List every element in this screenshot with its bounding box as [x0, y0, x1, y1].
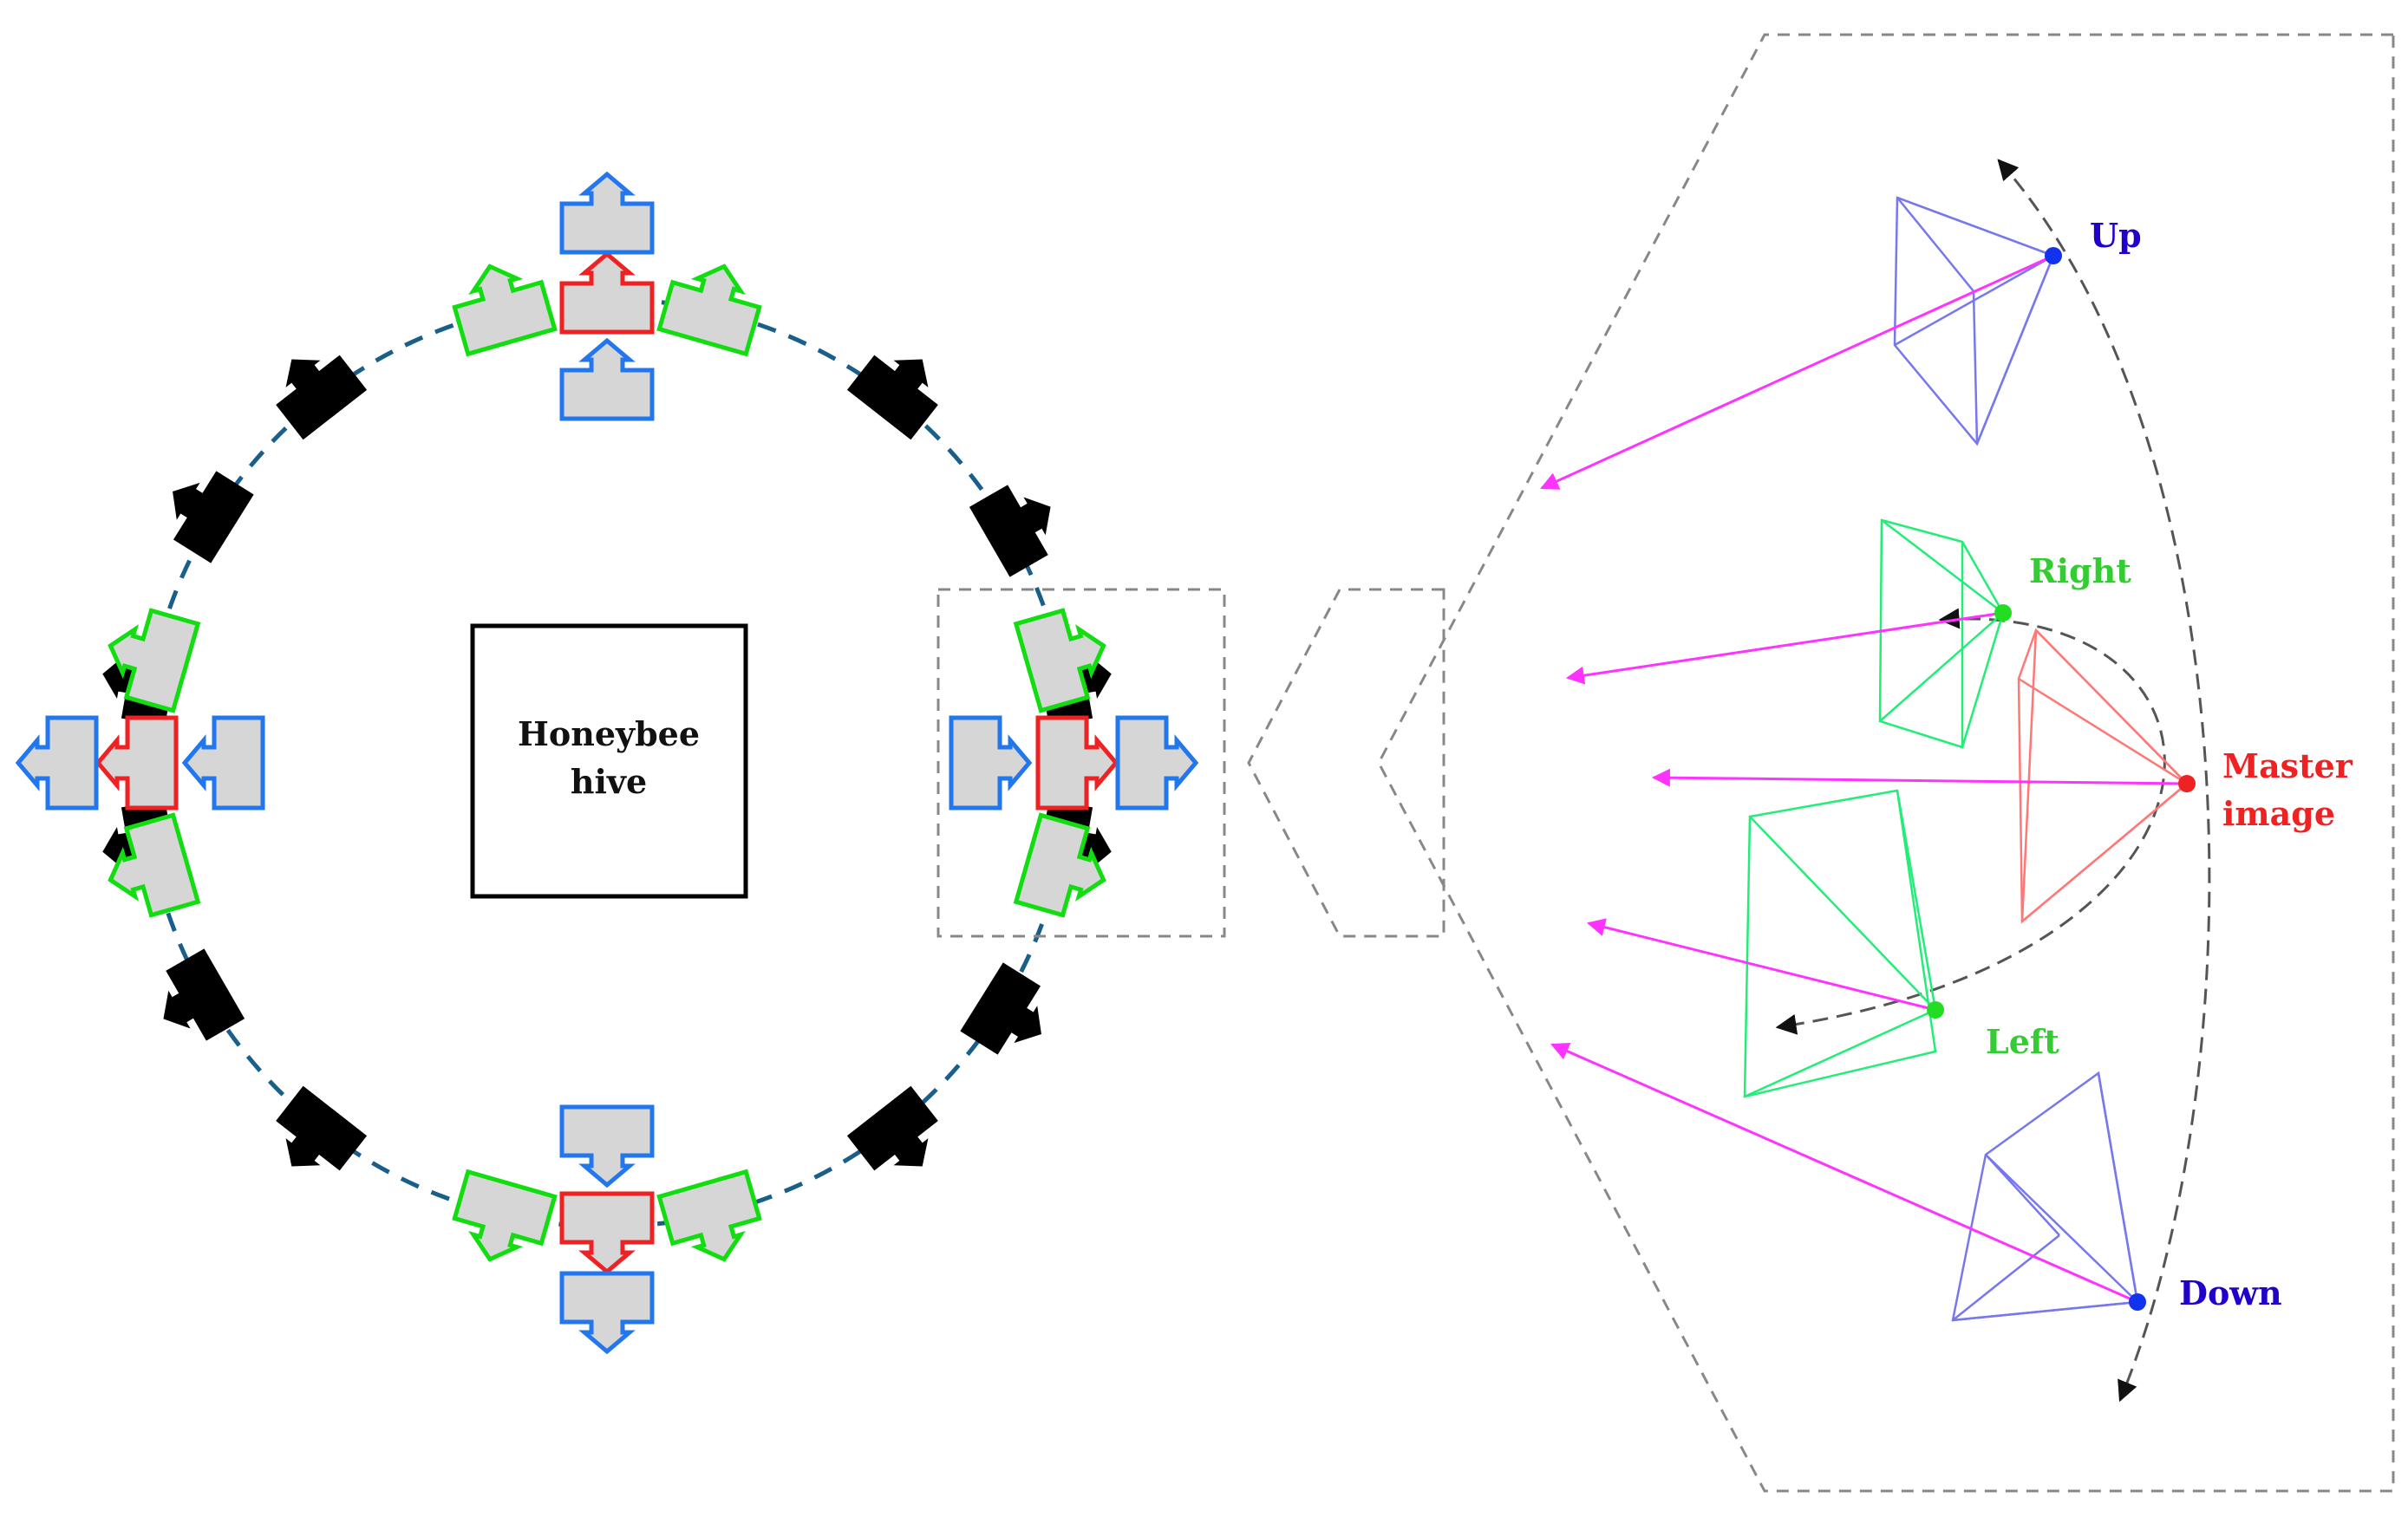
zoom-region-box	[936, 588, 1226, 938]
zoom-detail-panel: Up Right Master image Left Down	[1377, 33, 2395, 1493]
ring-camera	[260, 1086, 367, 1191]
projection-rays	[1540, 254, 2188, 1304]
down-camera	[951, 718, 1029, 808]
horizontal-orbit-arc	[1775, 608, 2166, 1035]
frustum-master	[2017, 628, 2189, 924]
down-camera	[562, 1107, 652, 1185]
ring-camera	[969, 472, 1071, 577]
ray-up	[1540, 254, 2054, 490]
hive-label-line2: hive	[571, 762, 647, 801]
frustum-up	[1893, 196, 2055, 446]
left-camera	[659, 1172, 767, 1272]
camera-point-right	[1994, 604, 2012, 622]
label-right: Right	[2029, 551, 2131, 590]
right-camera	[1016, 815, 1116, 923]
master-camera	[98, 718, 176, 808]
down-camera	[185, 718, 263, 808]
frustum-right	[1878, 518, 2005, 749]
camera-point-left	[1927, 1001, 1944, 1019]
right-camera	[98, 602, 198, 711]
left-camera	[98, 815, 198, 923]
camera-point-up	[2045, 247, 2062, 264]
down-camera	[562, 341, 652, 419]
vertical-orbit-arc	[1997, 159, 2211, 1403]
left-camera	[1016, 602, 1116, 711]
camera-ring-panel: Honeybee hive	[18, 174, 1226, 1351]
zoom-connector-chevron	[1247, 588, 1445, 938]
up-camera	[562, 174, 652, 252]
ring-camera	[143, 948, 245, 1054]
master-camera	[562, 1194, 652, 1272]
camera-point-master	[2178, 775, 2196, 792]
detail-panel-frame	[1377, 33, 2395, 1493]
ring-camera	[151, 457, 254, 563]
hive-label-line1: Honeybee	[518, 714, 700, 753]
up-camera	[18, 718, 96, 808]
ring-camera	[260, 335, 367, 439]
camera-point-down	[2129, 1293, 2146, 1311]
ring-camera	[847, 1086, 954, 1191]
honeybee-hive-box	[470, 623, 748, 899]
ray-down	[1550, 1043, 2138, 1304]
frustum-left	[1743, 789, 1937, 1098]
right-camera	[447, 1172, 555, 1272]
left-camera	[447, 254, 555, 354]
ray-left	[1586, 918, 1936, 1012]
label-up: Up	[2090, 216, 2142, 255]
label-left: Left	[1986, 1022, 2059, 1061]
up-camera	[1118, 718, 1196, 808]
master-camera	[1038, 718, 1116, 808]
frustum-down	[1951, 1071, 2139, 1322]
master-camera	[562, 254, 652, 332]
ring-camera	[847, 335, 954, 439]
ray-right	[1565, 611, 2004, 685]
label-master-line2: image	[2222, 794, 2335, 833]
label-master-line1: Master	[2222, 746, 2353, 785]
ray-master	[1651, 768, 2188, 787]
label-down: Down	[2179, 1273, 2282, 1312]
ring-camera	[960, 962, 1063, 1069]
up-camera	[562, 1273, 652, 1351]
right-camera	[659, 254, 767, 354]
